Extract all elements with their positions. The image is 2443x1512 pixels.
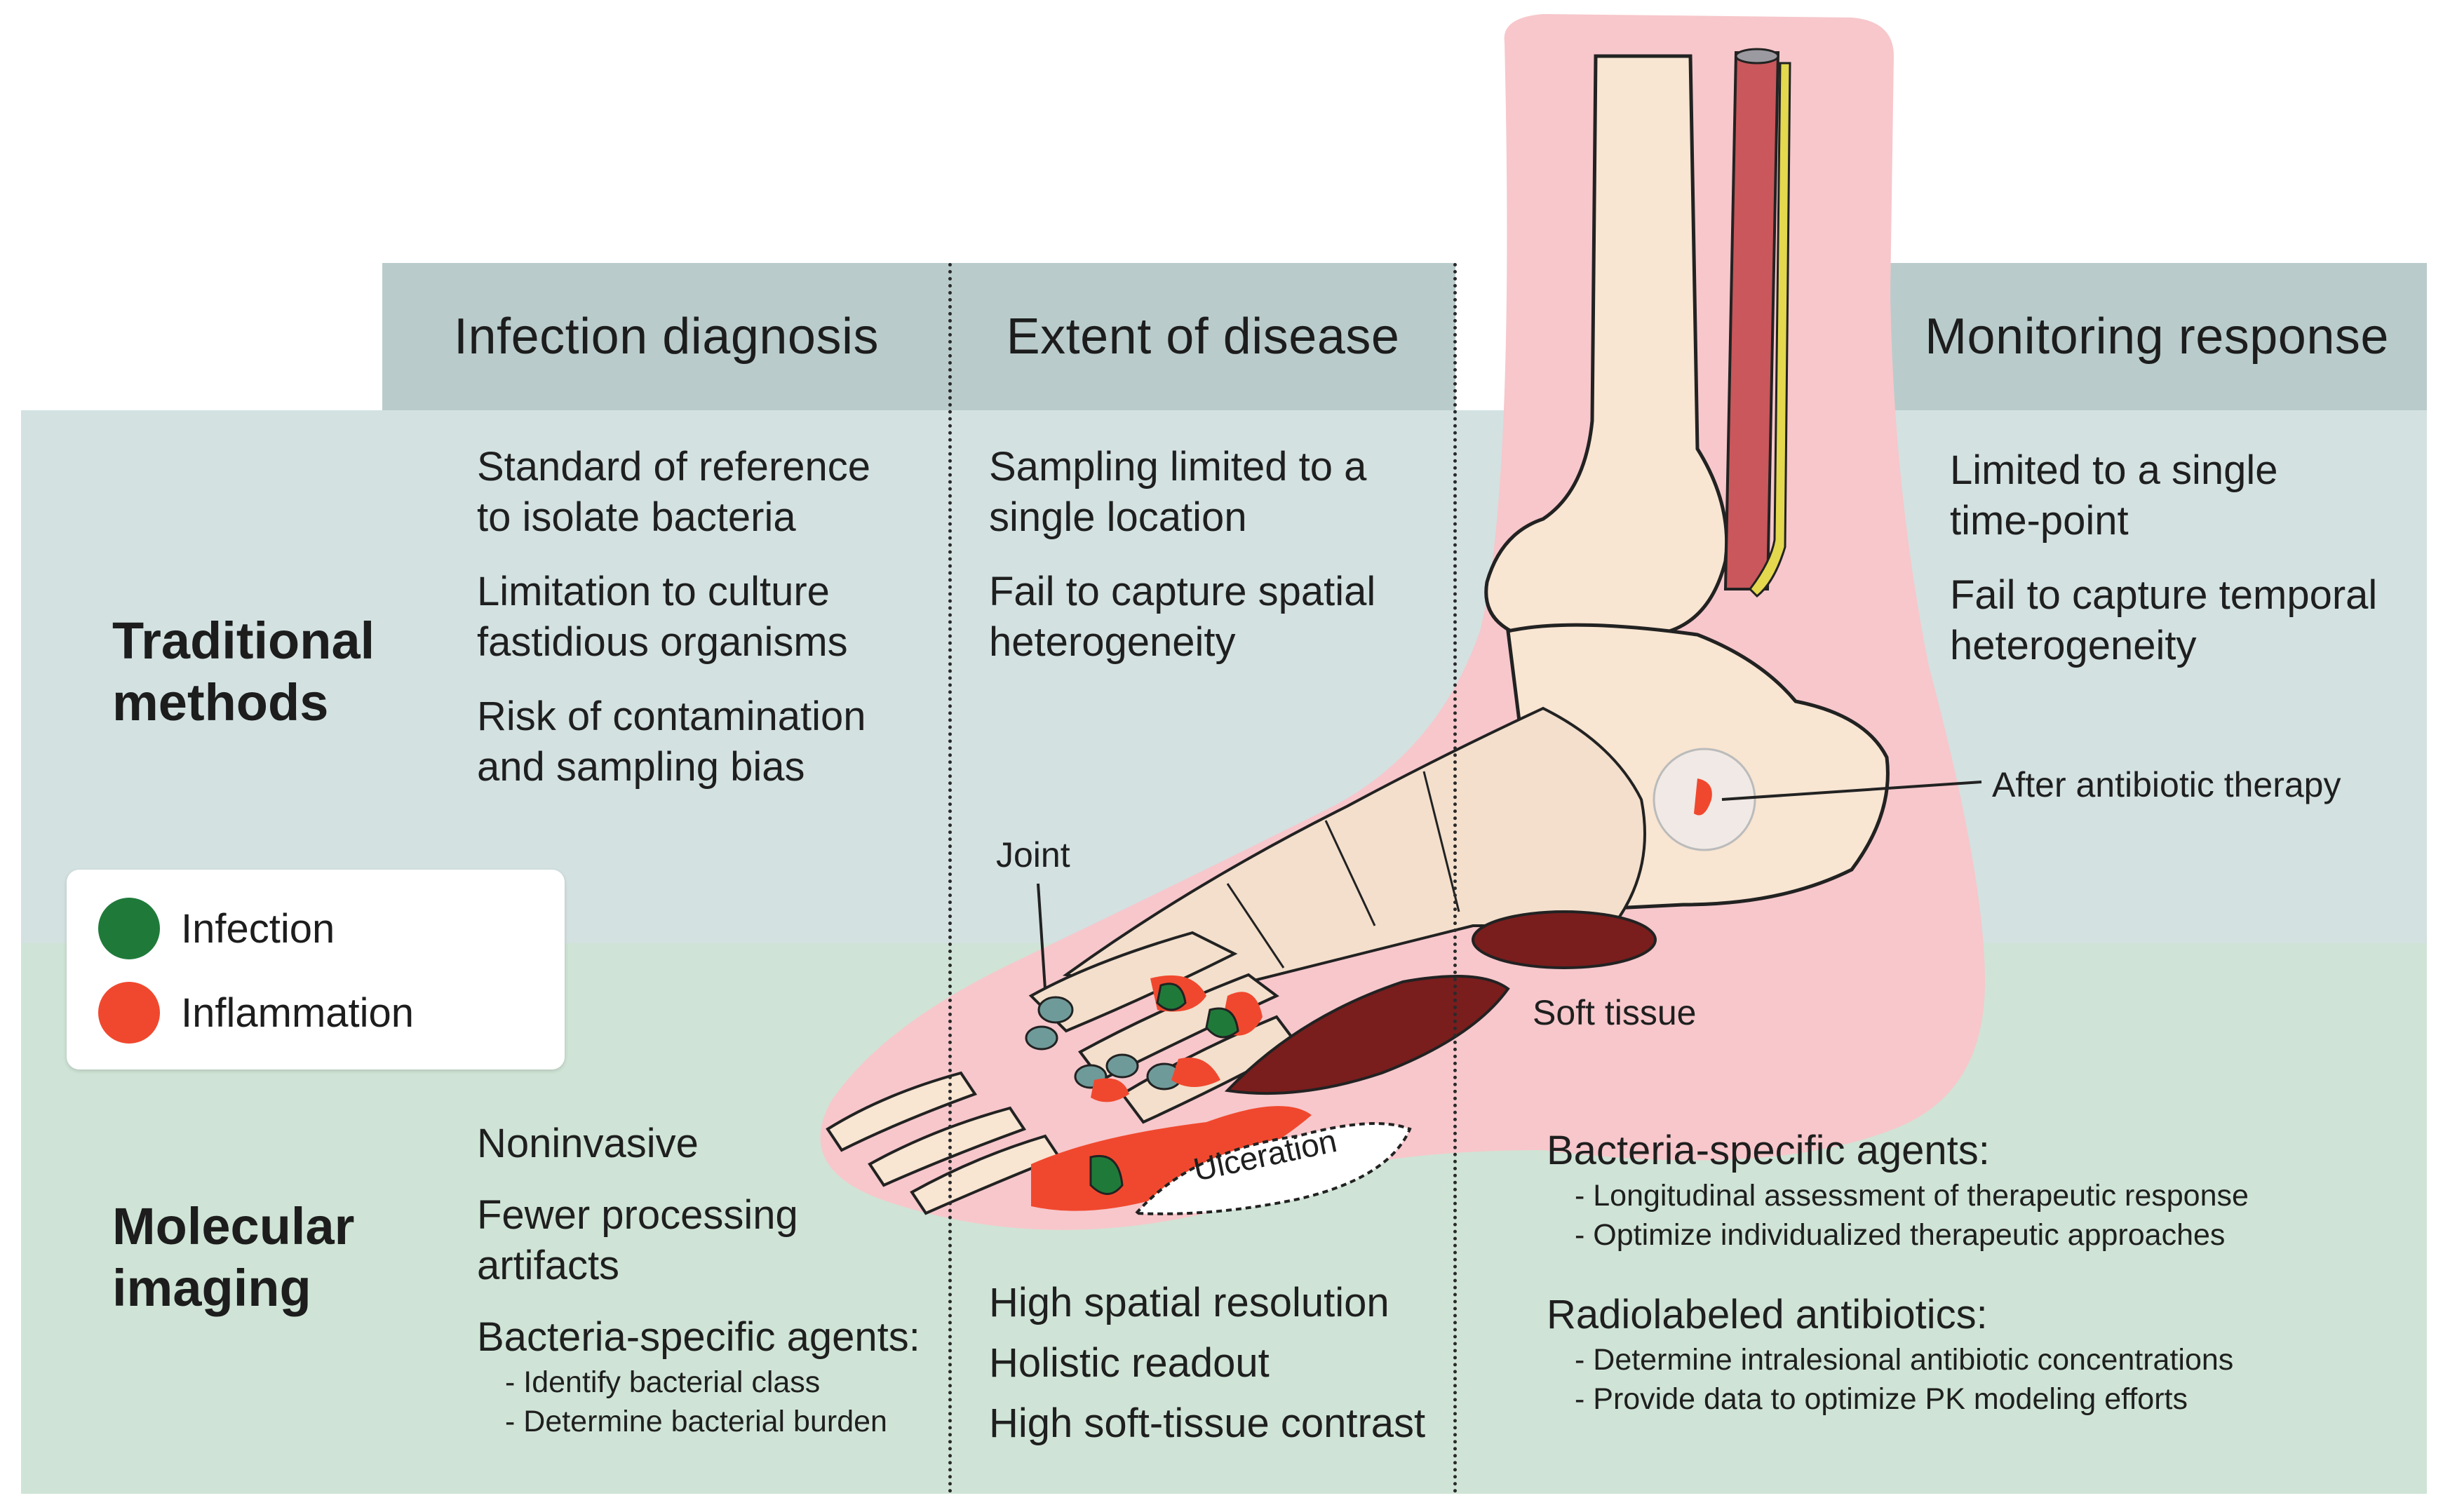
molecular-monitoring-text: Bacteria-specific agents: - Longitudinal… [1547,1128,2249,1416]
after-therapy-leader [1721,781,1982,801]
legend-inflammation: Inflammation [98,982,414,1044]
callout-after-therapy: After antibiotic therapy [1992,765,2341,804]
toe-bones [826,1071,1062,1215]
molecular-diagnosis-text: Noninvasive Fewer processing artifacts B… [477,1121,920,1438]
header-monitoring-response: Monitoring response [1887,263,2427,410]
callout-soft-tissue: Soft tissue [1533,993,1697,1032]
infection-spots [1089,983,1239,1195]
legend-infection: Infection [98,898,335,959]
joint-cartilage [1025,996,1183,1091]
molecular-extent-text: High spatial resolution Holistic readout… [989,1280,1426,1446]
header-infection-diagnosis: Infection diagnosis [382,263,950,410]
joint-leader [1037,883,1046,990]
legend-infection-label: Infection [181,905,335,952]
column-divider-1 [948,263,952,1494]
legend-inflammation-label: Inflammation [181,990,415,1036]
column-divider-2 [1453,263,1457,1494]
traditional-methods-band [21,410,2427,943]
nerve [1749,62,1791,598]
muscle-forefoot [1224,975,1510,1095]
muscle-plantar [1472,910,1657,969]
legend: Infection Inflammation [67,870,565,1069]
ulceration-area [1133,1122,1412,1215]
infection-swatch [98,898,160,959]
callout-joint: Joint [996,835,1070,875]
artery [1723,51,1780,590]
inflammation-swatch [98,982,160,1044]
header-extent-of-disease: Extent of disease [950,263,1455,410]
